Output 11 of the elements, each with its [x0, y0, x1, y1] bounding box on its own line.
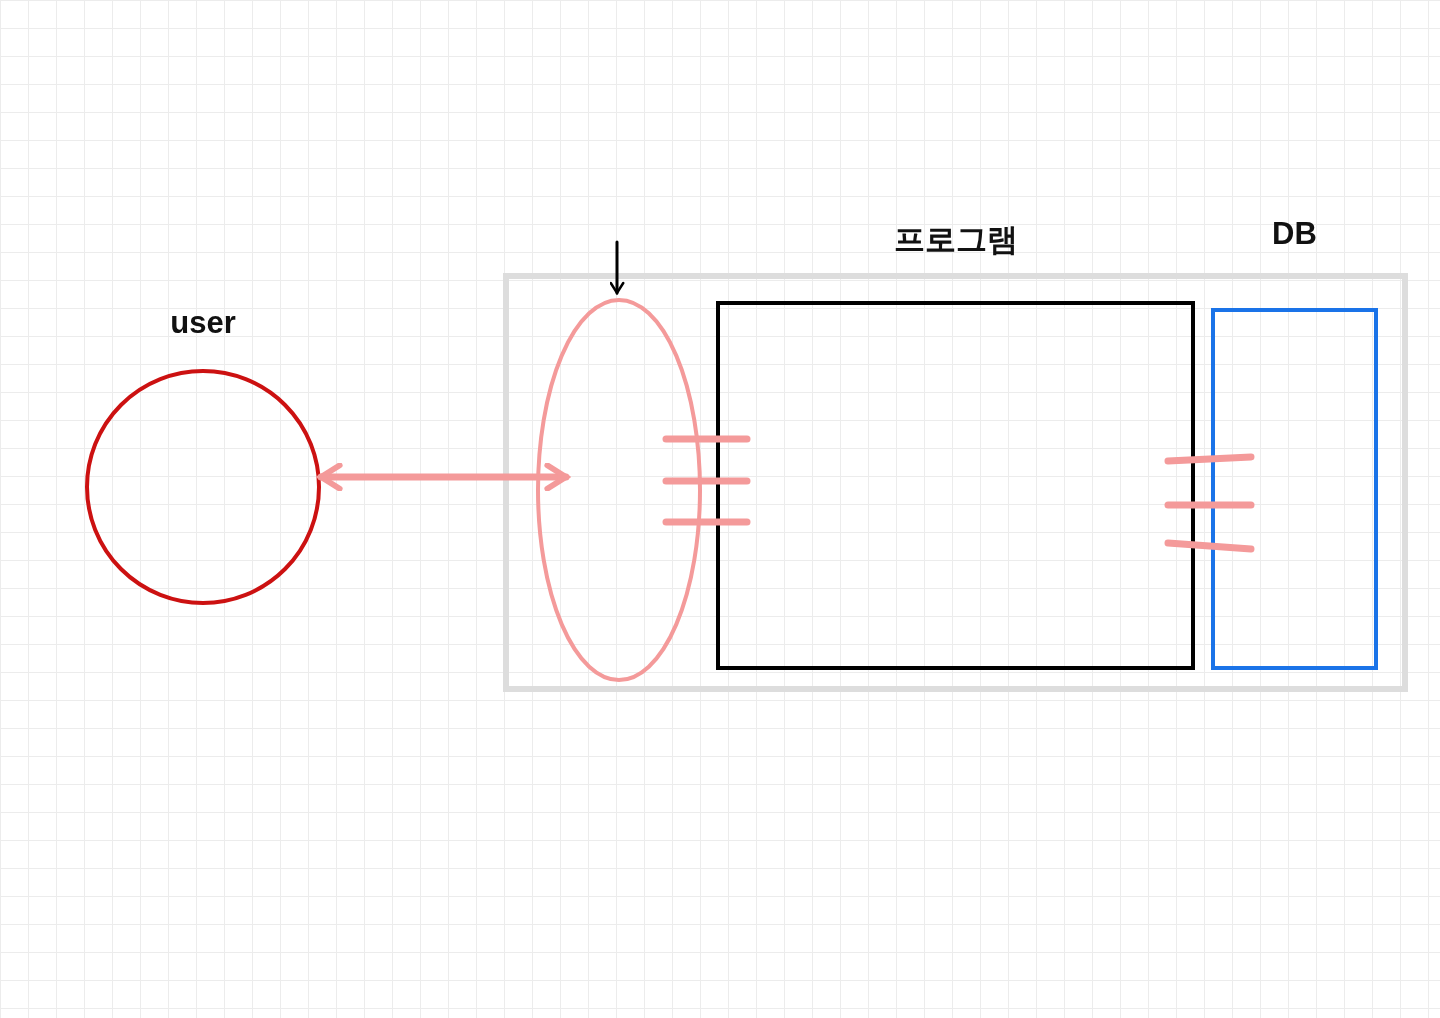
connector-line: [662, 435, 751, 443]
connector-line: [1164, 501, 1255, 509]
node-label: user: [170, 305, 236, 341]
connector-line: [1164, 453, 1255, 465]
connector-line: [1164, 539, 1255, 553]
node-label: 프로그램: [893, 221, 1018, 259]
connector-line: [662, 477, 751, 485]
node-label: DB: [1272, 216, 1317, 252]
connector-line: [662, 518, 751, 526]
double-arrow: [317, 462, 570, 492]
pointer-arrow: [609, 240, 625, 295]
